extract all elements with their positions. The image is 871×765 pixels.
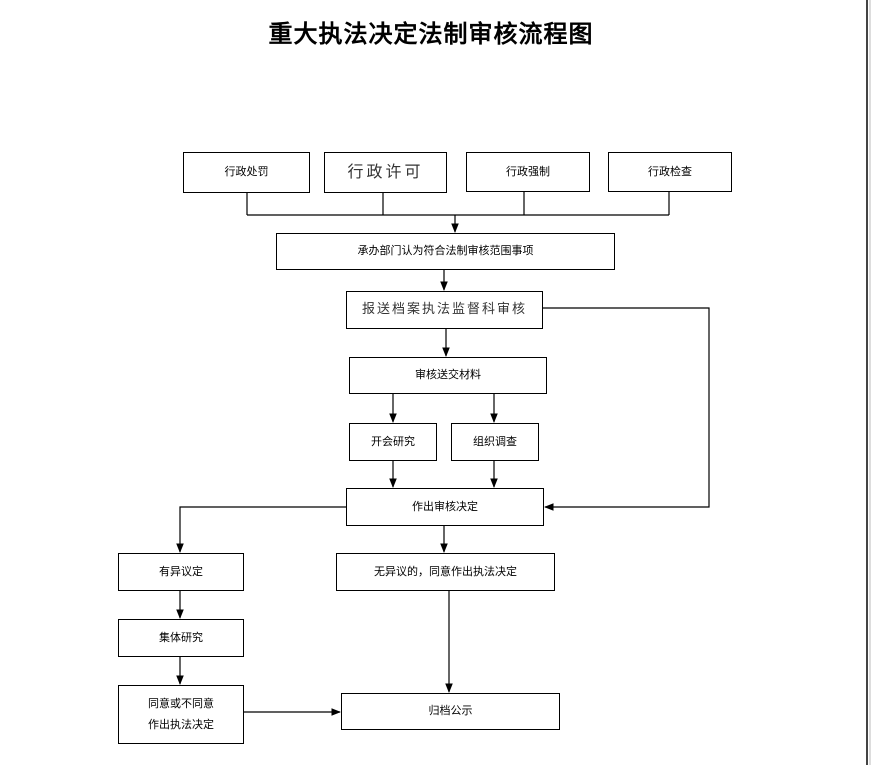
node-objection: 有异议定 [118,553,244,591]
node-archive-publicize: 归档公示 [341,693,560,730]
node-submit-for-review: 报送档案执法监督科审核 [346,291,543,329]
page-edge [866,0,868,765]
node-investigation: 组织调查 [451,423,539,461]
node-administrative-permit: 行政许可 [324,152,447,193]
node-administrative-penalty: 行政处罚 [183,152,310,193]
bypass-line [542,307,710,511]
node-review-decision: 作出审核决定 [346,488,544,526]
page-edge-shadow [869,0,871,765]
node-administrative-coercion: 行政强制 [466,152,590,192]
node-agree-or-disagree: 同意或不同意 作出执法决定 [118,685,244,744]
node-review-materials: 审核送交材料 [349,357,547,394]
node-no-objection: 无异议的，同意作出执法决定 [336,553,555,591]
arrow-to-objection [176,506,346,553]
node-administrative-inspection: 行政检查 [608,152,732,192]
node-meeting-study: 开会研究 [349,423,437,461]
page-title: 重大执法决定法制审核流程图 [268,20,594,48]
node-collective-study: 集体研究 [118,619,244,657]
node-review-scope: 承办部门认为符合法制审核范围事项 [276,233,615,270]
